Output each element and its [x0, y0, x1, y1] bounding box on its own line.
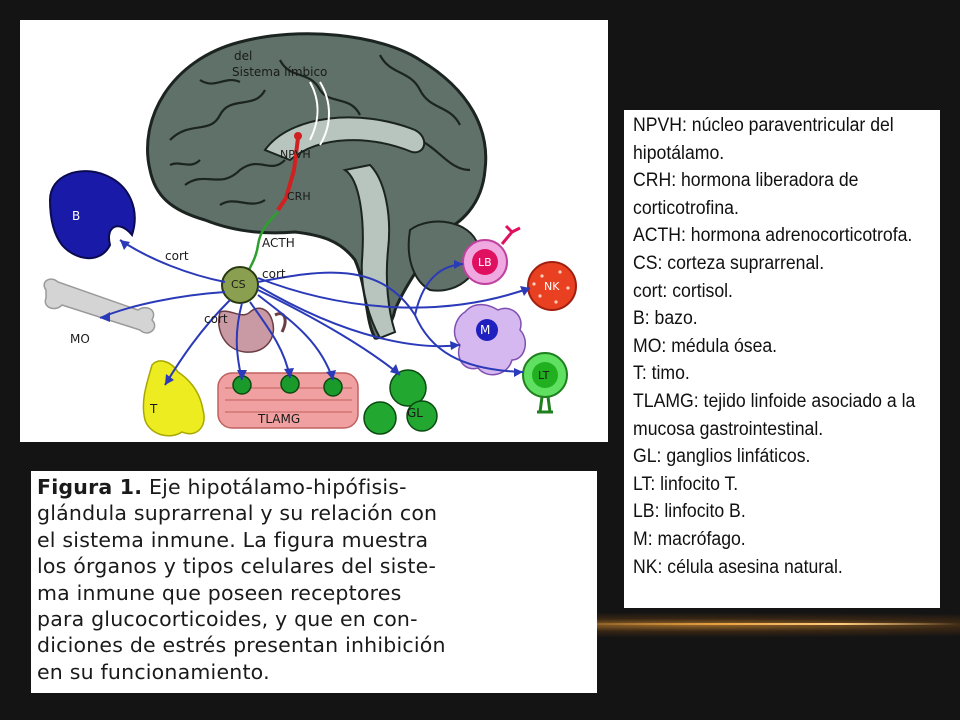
label-crh: CRH — [287, 190, 311, 203]
limbic-pathway — [309, 81, 330, 146]
legend-line: T: timo. — [633, 362, 690, 385]
brainstem — [342, 163, 397, 340]
caption-line: Figura 1. Eje hipotálamo-hipófisis- — [37, 474, 591, 500]
legend-line: mucosa gastrointestinal. — [633, 417, 824, 440]
b-lymphocyte-nucleus — [472, 249, 498, 275]
caption-line: glándula suprarrenal y su relación con — [37, 501, 438, 526]
intestine-node-3 — [323, 377, 343, 397]
cortisol-arrowheads — [100, 240, 530, 385]
label-cs: CS — [231, 278, 246, 291]
label-cort-3: cort — [204, 312, 228, 326]
legend-line: TLAMG: tejido linfoide asociado a la — [633, 389, 916, 412]
label-npvh: NPVH — [280, 148, 311, 161]
legend-line: M: macrófago. — [633, 527, 746, 550]
macrophage-nucleus — [476, 319, 498, 341]
kidney — [218, 307, 275, 353]
legend-line: LT: linfocito T. — [633, 472, 739, 495]
label-gl: GL — [407, 406, 423, 420]
background-glow-line — [560, 623, 960, 625]
caption-line: el sistema inmune. La figura muestra — [37, 527, 429, 552]
label-limbic-2: Sistema límbico — [232, 65, 327, 79]
label-cort-1: cort — [165, 249, 189, 263]
legend-line: NPVH: núcleo paraventricular del — [633, 114, 894, 136]
legend-line: hipotálamo. — [633, 141, 725, 164]
diagram-canvas: del Sistema límbico NPVH CRH ACTH CS cor… — [43, 32, 577, 437]
t-lymphocyte-nucleus — [532, 362, 558, 388]
legend-line: corticotrofina. — [633, 196, 739, 219]
label-t: T — [149, 402, 158, 416]
nk-cell — [527, 261, 577, 311]
adrenal-cortex — [221, 266, 259, 304]
label-acth: ACTH — [262, 236, 295, 250]
nk-cell-granules — [532, 270, 570, 304]
legend-line: GL: ganglios linfáticos. — [633, 445, 811, 468]
caption-line: para glucocorticoides, y que en con- — [37, 607, 418, 632]
cortisol-pathways — [99, 239, 531, 386]
legend-line: B: bazo. — [633, 307, 698, 330]
lymph-node-1 — [363, 401, 397, 435]
figure-label: Figura 1. — [37, 475, 143, 499]
caption-line: los órganos y tipos celulares del siste- — [37, 554, 437, 579]
crh-pathway — [276, 137, 300, 212]
hpa-axis-diagram: del Sistema límbico NPVH CRH ACTH CS cor… — [20, 20, 608, 442]
spleen — [48, 170, 136, 260]
lymph-node-2 — [389, 369, 427, 407]
label-lb: LB — [478, 256, 492, 269]
abbreviation-legend: NPVH: núcleo paraventricular del hipotál… — [624, 110, 940, 608]
lymph-node-3 — [406, 400, 438, 432]
legend-line: CS: corteza suprarrenal. — [633, 251, 825, 274]
caption-line: ma inmune que poseen receptores — [37, 580, 402, 605]
caption-line: en su funcionamiento. — [37, 659, 270, 684]
legend-line: ACTH: hormona adrenocorticotrofa. — [633, 224, 913, 247]
label-limbic-1: del — [234, 49, 252, 63]
ureter — [274, 312, 287, 333]
figure-caption: Figura 1. Eje hipotálamo-hipófisis- glán… — [31, 471, 597, 693]
label-mo: MO — [70, 332, 90, 346]
legend-line: cort: cortisol. — [633, 279, 733, 302]
label-nk: NK — [544, 280, 560, 293]
label-lt: LT — [538, 369, 550, 382]
b-lymphocyte-receptor — [500, 224, 521, 245]
brain-shape — [146, 32, 488, 340]
legend-line: LB: linfocito B. — [633, 500, 746, 523]
label-m: M — [480, 323, 490, 337]
npvh-nucleus — [294, 132, 302, 140]
t-lymphocyte-receptor — [537, 396, 553, 414]
label-tlamg: TLAMG — [257, 412, 300, 426]
legend-line: CRH: hormona liberadora de — [633, 169, 859, 192]
caption-line: diciones de estrés presentan inhibición — [37, 633, 446, 658]
legend-line: NK: célula asesina natural. — [633, 555, 843, 578]
legend-line: MO: médula ósea. — [633, 334, 778, 357]
caption-text: Eje hipotálamo-hipófisis- — [142, 475, 407, 499]
corpus-callosum — [263, 116, 426, 162]
bone — [43, 278, 156, 334]
label-cort-2: cort — [262, 267, 286, 281]
label-b: B — [72, 209, 80, 223]
